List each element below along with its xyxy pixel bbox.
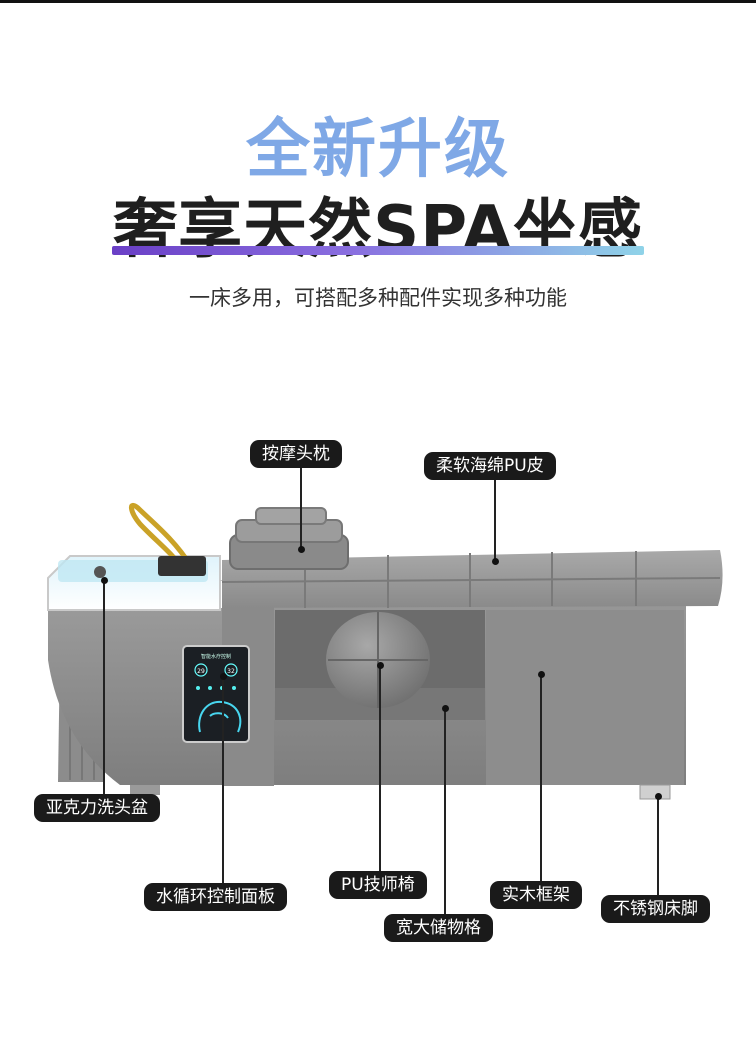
subtitle: 一床多用，可搭配多种配件实现多种功能 xyxy=(189,286,567,310)
top-border xyxy=(0,0,756,3)
callout-wood-frame: 实木框架 xyxy=(490,881,582,909)
panel-right-reading: 32 xyxy=(227,668,235,675)
gold-faucet xyxy=(129,502,193,568)
panel-title: 智能水疗控制 xyxy=(201,653,231,660)
headline-primary: 全新升级 xyxy=(246,113,510,187)
callout-steel-legs: 不锈钢床脚 xyxy=(601,895,710,923)
callout-massage-pillow: 按摩头枕 xyxy=(250,440,342,468)
panel-left-reading: 29 xyxy=(197,668,205,675)
callout-pu-leather: 柔软海绵PU皮 xyxy=(424,452,556,480)
steel-leg xyxy=(639,784,671,800)
headline-gradient-underline xyxy=(112,246,644,255)
callout-control-panel: 水循环控制面板 xyxy=(144,883,287,911)
callout-pu-stool: PU技师椅 xyxy=(329,871,427,899)
callout-acrylic-basin: 亚克力洗头盆 xyxy=(34,794,160,822)
callout-storage: 宽大储物格 xyxy=(384,914,493,942)
